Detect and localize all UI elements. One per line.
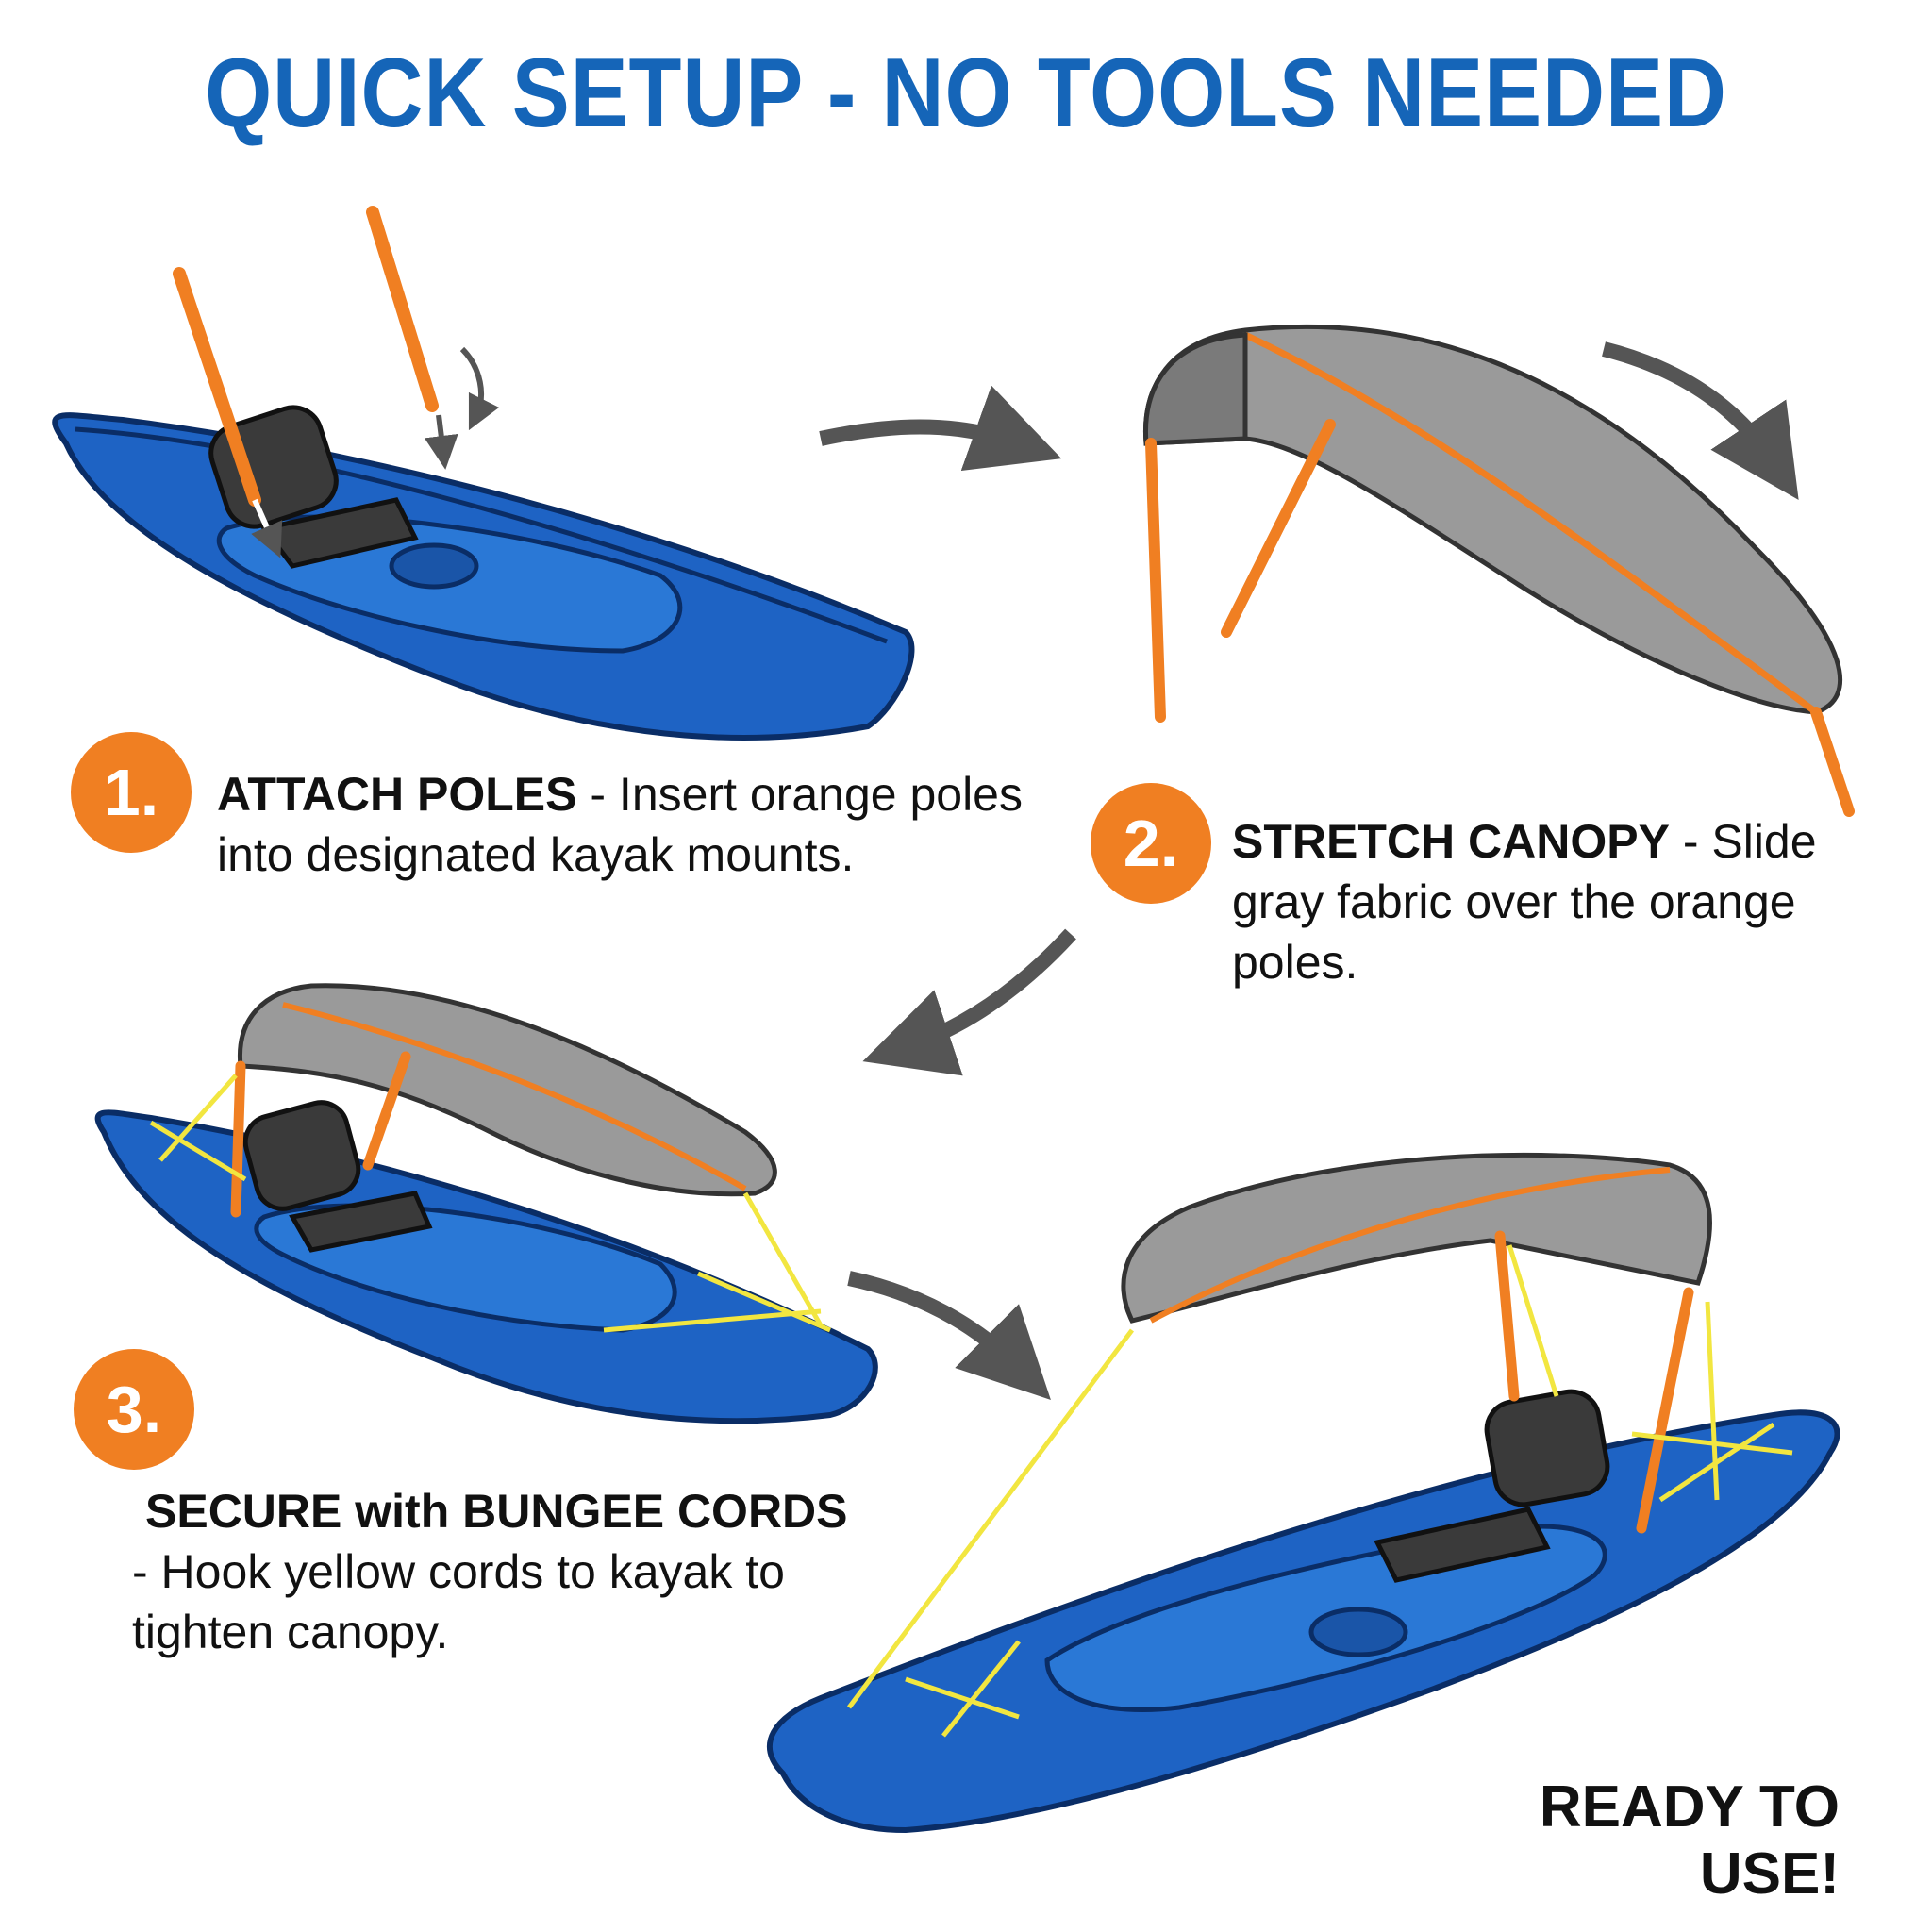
bungee-cord-icon [1658, 1422, 1775, 1503]
step-title: ATTACH POLES [217, 768, 577, 821]
stretch-arrow [1602, 341, 1799, 500]
flow-arrow-icon [862, 928, 1076, 1076]
bungee-cord-icon [905, 1676, 1020, 1720]
pole [362, 1051, 411, 1171]
step-description: - Hook yellow cords to kayak to tighten … [132, 1545, 785, 1658]
step-2-text: STRETCH CANOPY - Slide gray fabric over … [1232, 811, 1855, 992]
seat-back [242, 1100, 361, 1211]
canopy-fabric [1142, 324, 1843, 715]
seat-cushion [1374, 1507, 1551, 1583]
pole [1494, 1230, 1520, 1402]
flow-arrow-icon [847, 1271, 1051, 1400]
step-title: STRETCH CANOPY [1232, 815, 1670, 868]
hatch [1308, 1607, 1408, 1657]
insert-arrow-2 [424, 414, 458, 470]
pole-rear [1810, 707, 1855, 817]
canopy-fabric [1121, 1152, 1712, 1324]
bungee-cord-icon [158, 1074, 238, 1162]
step-1-text: ATTACH POLES - Insert orange poles into … [217, 764, 1066, 885]
bungee-cord-icon [603, 1308, 822, 1333]
canopy-edge [282, 1002, 747, 1191]
pole-left [173, 267, 261, 507]
seat-cushion [289, 1191, 433, 1253]
insert-arrow-1 [459, 346, 500, 431]
canopy-edge [1149, 1167, 1671, 1324]
step1-kayak [52, 206, 915, 741]
bungee-cord-icon [847, 1328, 1134, 1709]
bungee-cord-icon [941, 1640, 1021, 1738]
pole-right [366, 206, 439, 412]
bungee-cord-icon [1507, 1244, 1559, 1397]
page-title: QUICK SETUP - NO TOOLS NEEDED [205, 39, 1727, 148]
pole-front-left [1145, 438, 1166, 723]
step3-kayak [94, 983, 878, 1424]
canopy-edge [1243, 331, 1819, 715]
final-kayak [766, 1152, 1840, 1834]
step-number-badge: 3. [74, 1349, 194, 1470]
insert-arrow-3 [251, 498, 283, 558]
seat-cushion [259, 497, 419, 569]
step-title: SECURE with BUNGEE CORDS [145, 1485, 848, 1538]
canopy-front [1142, 332, 1248, 446]
bungee-cord-icon [742, 1191, 824, 1327]
seat-back [1484, 1389, 1610, 1507]
bungee-cord-icon [1631, 1431, 1793, 1456]
bungee-cord-icon [1705, 1301, 1720, 1501]
kayak-deck [75, 426, 888, 644]
step2-canopy [1142, 324, 1855, 817]
seat-back [208, 405, 339, 529]
pole-front-right [1221, 419, 1336, 638]
step-description: - Insert orange poles into designated ka… [217, 768, 1023, 881]
step-number-badge: 1. [71, 732, 192, 853]
step-number-badge: 2. [1091, 783, 1211, 904]
hatch [389, 542, 479, 590]
flow-arrow-icon [819, 385, 1062, 472]
canopy-fabric [237, 983, 777, 1197]
bungee-cord-icon [697, 1271, 831, 1333]
step-description: - Slide gray fabric over the orange pole… [1232, 815, 1817, 989]
bungee-cord-icon [149, 1120, 247, 1182]
pole [1636, 1287, 1694, 1534]
pole [230, 1060, 246, 1218]
step-3-text: SECURE with BUNGEE CORDS - Hook yellow c… [132, 1481, 849, 1662]
ready-to-use-label: READY TO USE! [1539, 1774, 1840, 1907]
